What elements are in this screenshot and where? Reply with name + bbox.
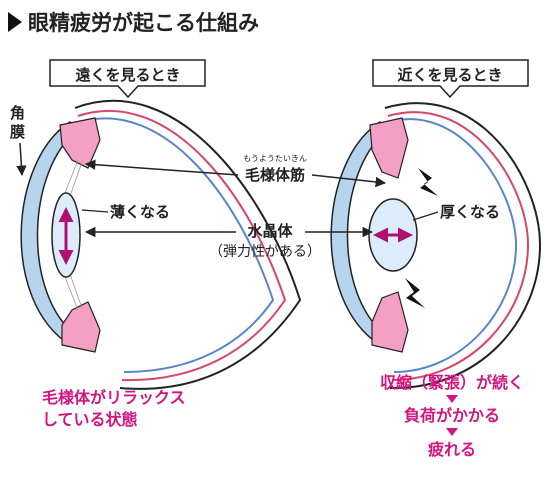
lens-thick-label: 厚くなる bbox=[440, 203, 500, 221]
svg-text:遠くを見るとき: 遠くを見るとき bbox=[75, 66, 180, 84]
ciliary-muscle-lower bbox=[371, 291, 409, 353]
left-caption: している状態 bbox=[42, 410, 138, 429]
right-panel-label: 近くを見るとき bbox=[372, 59, 529, 99]
ciliary-muscle-upper bbox=[59, 117, 101, 169]
left-caption: 毛様体がリラックス bbox=[42, 388, 186, 407]
ciliary-label: 毛様体筋 bbox=[245, 166, 305, 184]
right-eye bbox=[330, 102, 542, 390]
left-eye bbox=[20, 99, 302, 390]
page-title: 眼精疲労が起こる仕組み bbox=[28, 11, 259, 35]
right-caption: 疲れる bbox=[428, 440, 476, 459]
right-caption: 負荷がかかる bbox=[404, 406, 500, 425]
ciliary-muscle-upper bbox=[369, 117, 409, 179]
ciliary-muscle-lower bbox=[61, 301, 101, 353]
play-triangle-icon bbox=[8, 12, 22, 32]
lens-label: 水晶体 bbox=[247, 222, 293, 240]
right-caption: 収縮（緊張）が続く bbox=[380, 373, 524, 392]
svg-text:近くを見るとき: 近くを見るとき bbox=[397, 66, 502, 84]
lens-thin-label: 薄くなる bbox=[110, 203, 170, 221]
lightning-icon bbox=[418, 168, 438, 196]
ciliary-ruby: もうようたいきん bbox=[243, 154, 307, 163]
lens-note: （弾力性がある） bbox=[209, 244, 321, 260]
cornea-label: 角 bbox=[10, 104, 25, 122]
cornea-label: 膜 bbox=[10, 123, 25, 141]
lightning-icon bbox=[405, 278, 425, 308]
left-panel-label: 遠くを見るとき bbox=[49, 59, 206, 99]
